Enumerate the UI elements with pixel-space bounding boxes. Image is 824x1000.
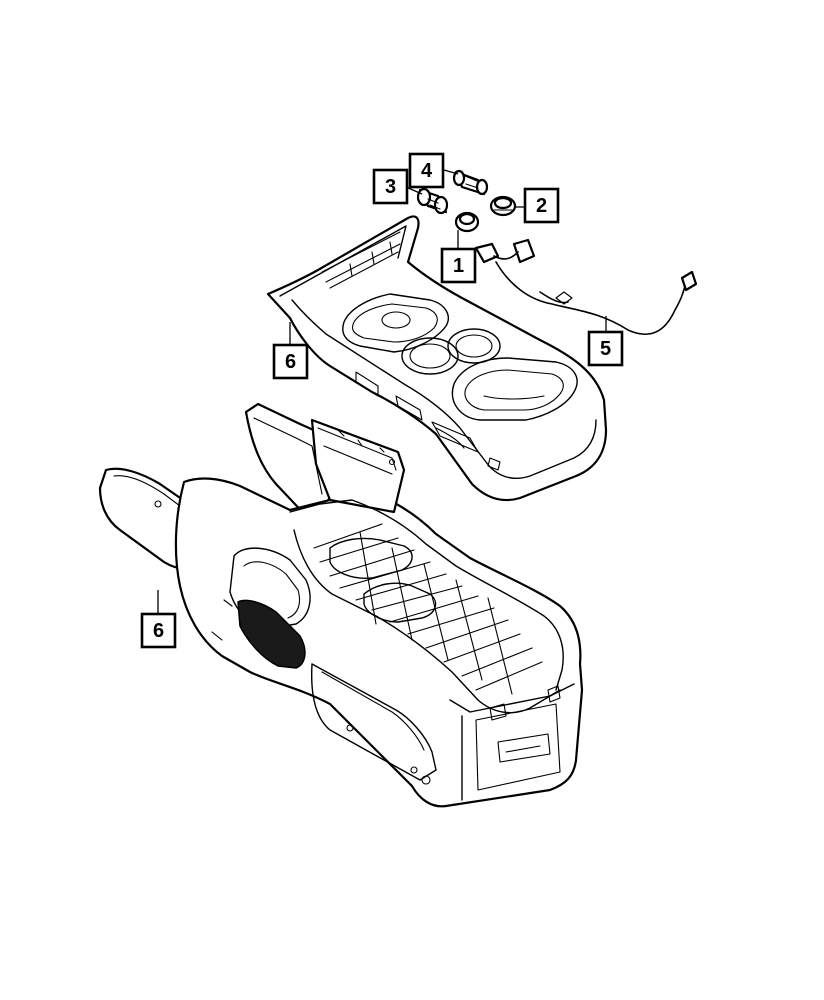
svg-text:2: 2 — [536, 195, 547, 217]
lower-console-body — [98, 402, 584, 808]
svg-text:5: 5 — [600, 338, 611, 360]
callout-4: 4 — [408, 152, 445, 189]
callout-1: 1 — [440, 247, 477, 284]
leader-4 — [443, 169, 459, 175]
part-5-wire-harness — [474, 238, 698, 335]
callout-3: 3 — [372, 168, 409, 205]
part-1-outlet — [454, 211, 480, 233]
svg-text:1: 1 — [453, 255, 464, 277]
callout-6-upper: 6 — [272, 343, 309, 380]
callout-2: 2 — [523, 187, 560, 224]
svg-text:6: 6 — [153, 620, 164, 642]
svg-text:6: 6 — [285, 351, 296, 373]
part-4-fuse — [452, 169, 489, 196]
part-2-outlet — [489, 195, 517, 217]
svg-text:4: 4 — [421, 160, 433, 182]
part-3-socket — [416, 187, 449, 215]
callout-6-lower: 6 — [140, 612, 177, 649]
leader-3 — [405, 186, 423, 195]
svg-text:3: 3 — [385, 176, 396, 198]
callout-5: 5 — [587, 330, 624, 367]
upper-console-bezel — [266, 215, 608, 502]
